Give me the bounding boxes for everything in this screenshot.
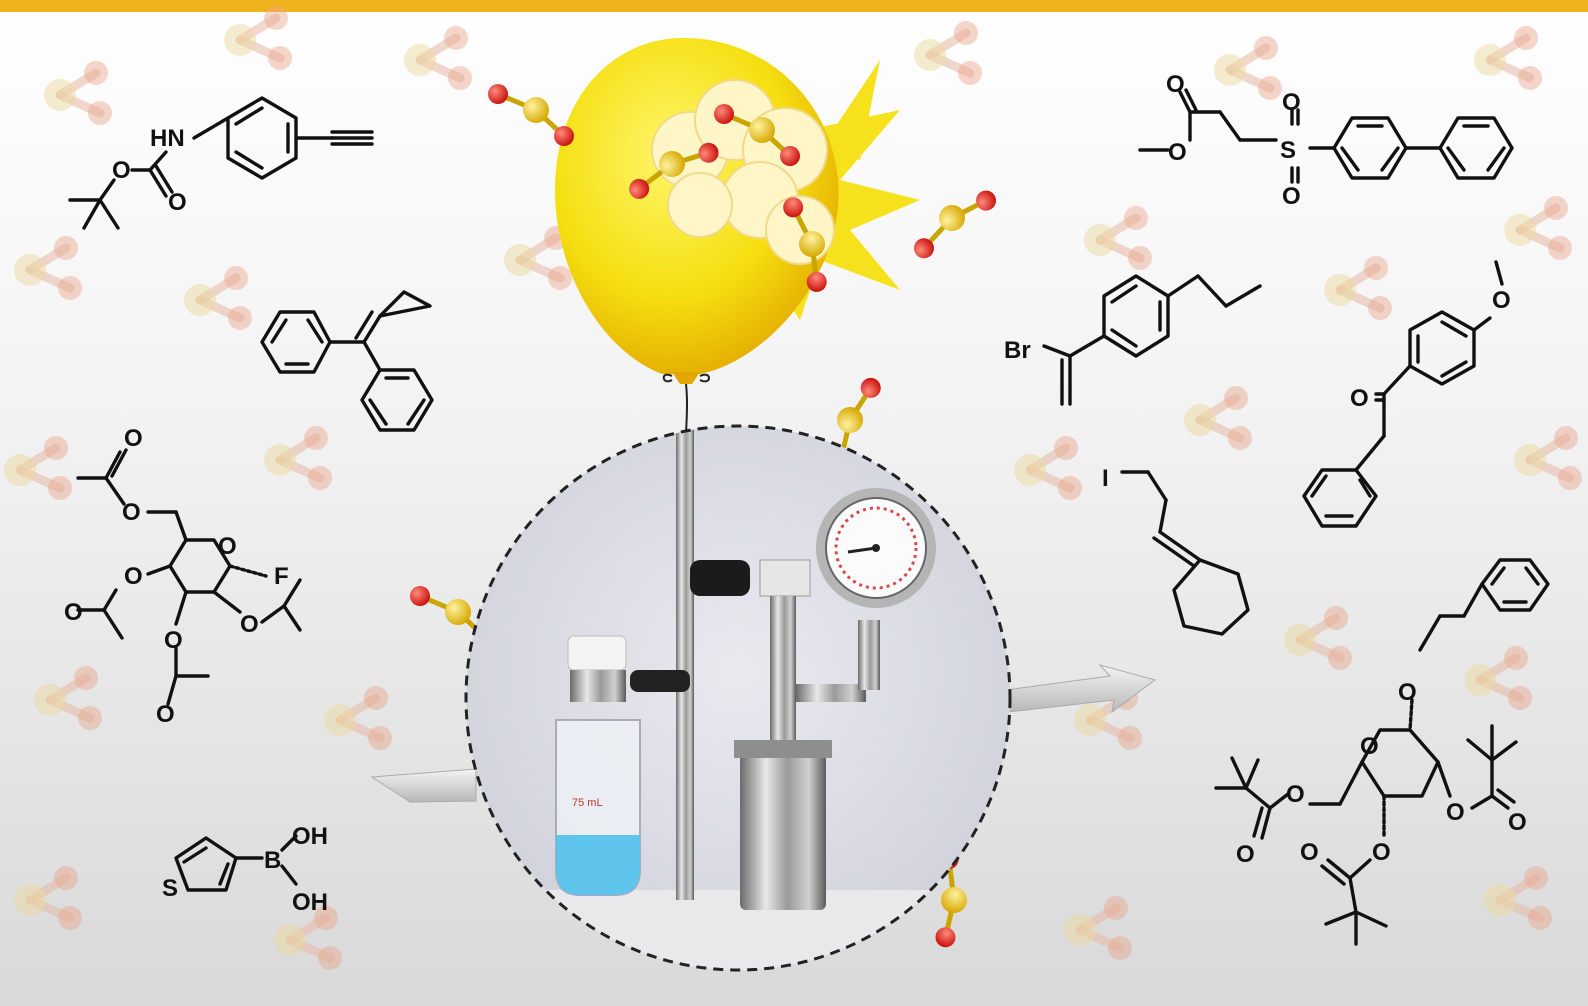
- pressure-gauge: [816, 488, 936, 608]
- molecule-vinyl-bromide: Br: [1004, 274, 1262, 406]
- atom-label-o: O: [168, 189, 187, 216]
- support-rod: [676, 426, 694, 900]
- atom-label-o: O: [240, 611, 259, 638]
- atom-label-o: O: [1282, 183, 1301, 210]
- atom-label-o: O: [1236, 841, 1255, 868]
- atom-label-o: O: [1360, 733, 1379, 760]
- right-arrow: [1005, 664, 1157, 714]
- pressure-reactor: [734, 559, 880, 910]
- atom-label-o: O: [1286, 781, 1305, 808]
- atom-label-o: O: [1168, 139, 1187, 166]
- atom-label-o: O: [1398, 679, 1417, 706]
- atom-label-nh: HN: [150, 125, 185, 152]
- atom-label-o: O: [1492, 287, 1511, 314]
- atom-label-f: F: [274, 563, 289, 590]
- so2-balloon: [488, 37, 920, 611]
- top-accent-bar: [0, 0, 1588, 12]
- atom-label-s: S: [1280, 137, 1296, 164]
- glass-bottle: 75 mL: [555, 635, 641, 896]
- atom-label-o: O: [1372, 839, 1391, 866]
- molecule-thienylboronic-acid: S B OH OH: [162, 823, 328, 916]
- atom-label-o: O: [156, 701, 175, 728]
- molecule-biphenyl-sulfone-ester: O O S O O: [1138, 71, 1514, 210]
- atom-label-oh: OH: [292, 889, 328, 916]
- reaction-arrows: [370, 664, 1157, 803]
- apparatus-photo: 75 mL: [464, 424, 1012, 972]
- atom-label-o: O: [1350, 385, 1369, 412]
- left-arrow: [370, 768, 477, 803]
- atom-label-o: O: [1166, 71, 1185, 98]
- molecule-glycosyl-fluoride: O O O F O O O O O: [64, 425, 302, 728]
- atom-label-o: O: [1508, 809, 1527, 836]
- atom-label-br: Br: [1004, 337, 1031, 364]
- atom-label-o: O: [1446, 799, 1465, 826]
- atom-label-b: B: [264, 847, 281, 874]
- balloon-knot: [672, 372, 700, 384]
- molecule-methoxy-deoxybenzoin: O O: [1302, 260, 1511, 528]
- atom-label-o: O: [122, 499, 141, 526]
- molecule-boc-ethynylaniline: HN O O: [68, 96, 374, 230]
- clamp: [630, 670, 690, 692]
- atom-label-i: I: [1102, 465, 1109, 492]
- dashed-circle-border: [464, 424, 1012, 972]
- molecule-diphenylmethylenecyclopropane: [260, 290, 434, 432]
- atom-label-o: O: [1300, 839, 1319, 866]
- molecule-homoallyl-iodide: I: [1102, 465, 1250, 636]
- atom-label-o: O: [112, 157, 131, 184]
- atom-label-o: O: [1282, 89, 1301, 116]
- molecule-pivaloyl-glycoside: O O O O O O O O: [1214, 558, 1550, 946]
- atom-label-oh: OH: [292, 823, 328, 850]
- bottle-volume-label: 75 mL: [572, 797, 603, 809]
- atom-label-o: O: [124, 563, 143, 590]
- atom-label-o: O: [164, 627, 183, 654]
- atom-label-o: O: [124, 425, 143, 452]
- atom-label-o: O: [218, 533, 237, 560]
- atom-label-s: S: [162, 875, 178, 902]
- atom-label-o: O: [64, 599, 83, 626]
